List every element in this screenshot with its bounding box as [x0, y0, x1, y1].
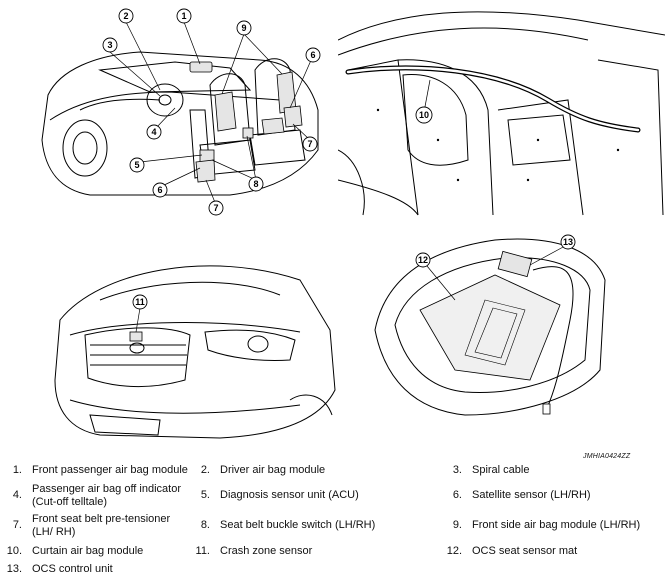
svg-text:1: 1	[181, 11, 186, 21]
callout-9	[236, 20, 252, 36]
callout-5	[129, 157, 145, 173]
legend-text: Driver air bag module	[220, 464, 326, 476]
callout-12	[415, 252, 431, 268]
legend-number: 10.	[6, 545, 22, 557]
callout-7-right	[302, 136, 318, 152]
legend-text: Front seat belt pre-tensioner (LH/ RH)	[32, 513, 171, 538]
legend-text: OCS control unit	[32, 563, 113, 575]
interior-view-panel: 1 2 3 4 5 9 6 6 8 7 7	[0, 0, 335, 225]
legend-item-9: 9. Front side air bag module (LH/RH)	[440, 519, 665, 532]
legend-number: 8.	[200, 519, 210, 531]
svg-text:11: 11	[135, 297, 145, 307]
legend-item-5: 5. Diagnosis sensor unit (ACU)	[188, 489, 418, 502]
callout-13	[560, 234, 576, 250]
legend-text: OCS seat sensor mat	[472, 545, 578, 557]
legend-item-2: 2. Driver air bag module	[188, 464, 418, 477]
legend-number: 7.	[12, 519, 22, 531]
legend-item-6: 6. Satellite sensor (LH/RH)	[440, 489, 660, 502]
legend-number: 13.	[6, 563, 22, 575]
callout-6-right	[305, 47, 321, 63]
legend-item-8: 8. Seat belt buckle switch (LH/RH)	[188, 519, 428, 532]
legend-text: Passenger air bag off indicator (Cut-off…	[32, 483, 181, 508]
legend-item-11: 11. Crash zone sensor	[188, 545, 418, 558]
callout-3	[102, 37, 118, 53]
svg-text:5: 5	[134, 160, 139, 170]
callout-6-left	[152, 182, 168, 198]
legend-item-10: 10. Curtain air bag module	[0, 545, 200, 558]
svg-text:2: 2	[123, 11, 128, 21]
legend-number: 11.	[195, 545, 210, 557]
front-car-illustration: 11	[54, 265, 336, 439]
callout-11	[132, 294, 148, 310]
seat-cushion-illustration: 12 13	[374, 234, 606, 416]
svg-text:3: 3	[107, 40, 112, 50]
legend-number: 1.	[12, 464, 22, 476]
callout-10	[415, 106, 433, 124]
legend-text: Satellite sensor (LH/RH)	[472, 489, 591, 501]
svg-text:6: 6	[310, 50, 315, 60]
legend-item-12: 12. OCS seat sensor mat	[440, 545, 660, 558]
curtain-airbag-illustration: 10	[338, 11, 665, 216]
buckle-switch-shape	[242, 127, 254, 139]
legend-text: Seat belt buckle switch (LH/RH)	[220, 519, 376, 531]
svg-text:8: 8	[253, 179, 258, 189]
legend-number: 12.	[446, 545, 462, 557]
ocs-control-unit-shape	[497, 250, 533, 278]
side-airbag-left-shape	[214, 91, 237, 132]
svg-text:10: 10	[419, 110, 429, 120]
svg-text:13: 13	[563, 237, 573, 247]
legend-item-4: 4. Passenger air bag off indicator (Cut-…	[0, 483, 190, 509]
legend-number: 6.	[452, 489, 462, 501]
legend-item-7: 7. Front seat belt pre-tensioner (LH/ RH…	[0, 513, 200, 539]
callout-8	[248, 176, 264, 192]
legend-item-3: 3. Spiral cable	[440, 464, 660, 477]
satellite-sensor-right-shape	[283, 105, 303, 128]
image-code: JMHIA0424ZZ	[583, 453, 631, 460]
passenger-airbag-shape	[189, 61, 213, 73]
legend-item-13: 13. OCS control unit	[0, 563, 200, 576]
legend-item-1: 1. Front passenger air bag module	[0, 464, 200, 477]
legend-number: 4.	[12, 489, 22, 501]
svg-text:4: 4	[151, 127, 156, 137]
legend-number: 9.	[452, 519, 462, 531]
callout-7-left	[208, 200, 224, 216]
svg-text:6: 6	[157, 185, 162, 195]
legend-text: Curtain air bag module	[32, 545, 144, 557]
legend: 1. Front passenger air bag module 2. Dri…	[0, 458, 665, 583]
pretensioner-right-shape	[261, 117, 285, 135]
callout-1	[176, 8, 192, 24]
svg-text:7: 7	[213, 203, 218, 213]
svg-text:9: 9	[241, 23, 246, 33]
svg-text:7: 7	[307, 139, 312, 149]
front-view-panel: 11	[40, 240, 340, 450]
seat-sensor-panel: 12 13	[365, 230, 665, 445]
legend-number: 5.	[200, 489, 210, 501]
legend-text: Front passenger air bag module	[32, 464, 188, 476]
legend-text: Crash zone sensor	[220, 545, 313, 557]
curtain-airbag-panel: 10	[338, 0, 665, 225]
legend-text: Diagnosis sensor unit (ACU)	[220, 489, 359, 501]
ocs-seat-sensor-mat-shape	[419, 274, 561, 381]
interior-illustration: 1 2 3 4 5 9 6 6 8 7 7	[41, 8, 321, 216]
legend-text: Front side air bag module (LH/RH)	[472, 519, 641, 531]
callout-4	[146, 124, 162, 140]
legend-text: Spiral cable	[472, 464, 530, 476]
svg-text:12: 12	[418, 255, 428, 265]
callout-2	[118, 8, 134, 24]
pretensioner-left-shape	[195, 159, 216, 183]
legend-number: 3.	[452, 464, 462, 476]
crash-zone-sensor-shape	[129, 331, 143, 342]
legend-number: 2.	[200, 464, 210, 476]
